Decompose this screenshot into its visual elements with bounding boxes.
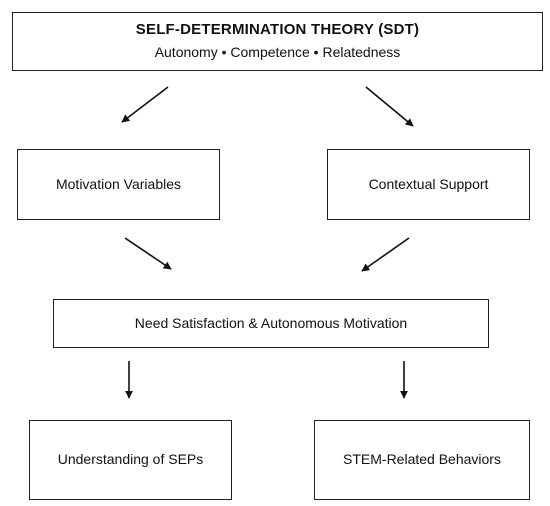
understanding-seps-label: Understanding of SEPs — [57, 451, 204, 468]
understanding-seps-box: Understanding of SEPs — [29, 420, 232, 500]
need-satisfaction-label: Need Satisfaction & Autonomous Motivatio… — [134, 314, 408, 331]
sdt-title: SELF-DETERMINATION THEORY (SDT) — [135, 21, 420, 39]
contextual-support-label: Contextual Support — [368, 175, 489, 192]
contextual-support-box: Contextual Support — [327, 149, 530, 220]
motivation-variables-label: Motivation Variables — [55, 175, 182, 192]
sdt-title-box: SELF-DETERMINATION THEORY (SDT) Autonomy… — [12, 12, 543, 71]
sdt-subtitle: Autonomy • Competence • Relatedness — [154, 44, 401, 61]
arrow-title-to-contextual — [365, 86, 414, 127]
arrow-motivation-to-need — [124, 237, 172, 270]
motivation-variables-box: Motivation Variables — [17, 149, 220, 220]
need-satisfaction-box: Need Satisfaction & Autonomous Motivatio… — [53, 299, 489, 348]
arrow-contextual-to-need — [361, 237, 410, 272]
arrow-title-to-motivation — [121, 86, 169, 123]
stem-behaviors-box: STEM-Related Behaviors — [314, 420, 530, 500]
stem-behaviors-label: STEM-Related Behaviors — [343, 451, 501, 468]
